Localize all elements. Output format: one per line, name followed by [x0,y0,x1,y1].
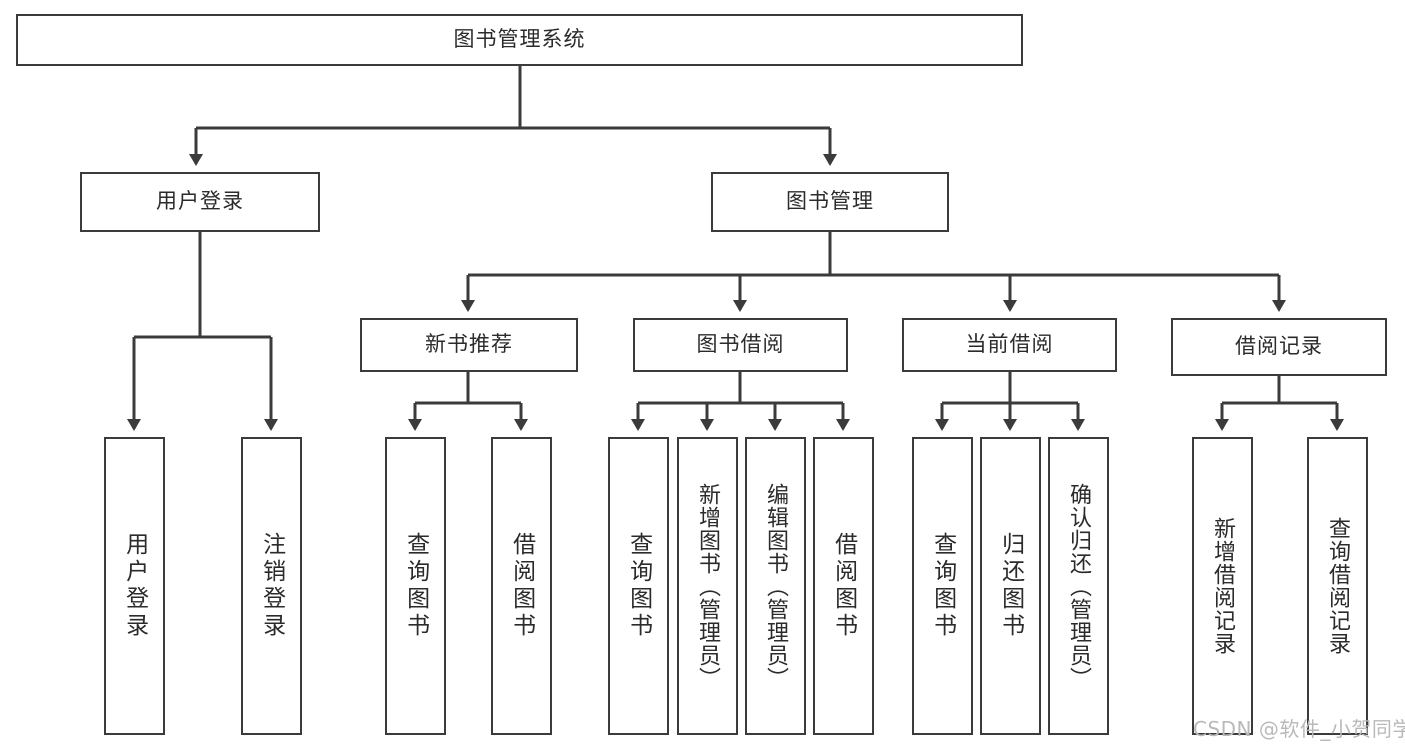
node-user-login[interactable]: 用户登录 [80,172,320,232]
leaf-borrow-query-book[interactable]: 查询图书 [608,437,669,735]
leaf-record-add-borrow-record[interactable]: 新增借阅记录 [1192,437,1253,735]
node-label: 借阅记录 [1235,334,1323,359]
node-book-management[interactable]: 图书管理 [711,172,949,232]
node-label: 当前借阅 [965,332,1054,357]
leaf-recommend-borrow-book[interactable]: 借阅图书 [491,437,552,735]
node-label: 用户登录 [156,189,244,214]
leaf-current-return-book[interactable]: 归还图书 [980,437,1041,735]
node-label: 借阅图书 [508,532,535,640]
leaf-user-login-signin[interactable]: 用户登录 [104,437,165,735]
node-label: 注销登录 [258,532,285,640]
node-label: 查询图书 [402,532,429,640]
node-label: 图书借阅 [696,332,785,357]
leaf-current-confirm-return-admin[interactable]: 确认归还（管理员） [1048,437,1109,735]
node-label: 确认归还（管理员） [1066,482,1092,690]
node-label: 归还图书 [997,532,1024,640]
node-label: 借阅图书 [830,532,857,640]
node-label: 查询借阅记录 [1325,517,1351,655]
node-label: 新书推荐 [425,332,513,357]
leaf-borrow-edit-book-admin[interactable]: 编辑图书（管理员） [745,437,806,735]
node-borrow-record[interactable]: 借阅记录 [1171,318,1387,376]
node-label: 编辑图书（管理员） [763,482,789,690]
node-root-book-management-system[interactable]: 图书管理系统 [16,14,1023,66]
node-book-borrow[interactable]: 图书借阅 [633,318,848,372]
node-label: 用户登录 [121,532,148,640]
node-label: 图书管理 [786,189,874,214]
watermark-text: CSDN @软件_小贺同学 [1193,713,1405,742]
leaf-borrow-add-book-admin[interactable]: 新增图书（管理员） [677,437,738,735]
leaf-record-query-borrow-record[interactable]: 查询借阅记录 [1307,437,1368,735]
node-label: 查询图书 [929,532,956,640]
leaf-borrow-borrow-book[interactable]: 借阅图书 [813,437,874,735]
leaf-current-query-book[interactable]: 查询图书 [912,437,973,735]
node-label: 新增图书（管理员） [695,482,721,690]
node-current-borrow[interactable]: 当前借阅 [902,318,1117,372]
watermark-label: CSDN @软件_小贺同学 [1193,717,1405,741]
leaf-recommend-query-book[interactable]: 查询图书 [385,437,446,735]
node-label: 图书管理系统 [453,27,586,52]
node-label: 查询图书 [625,532,652,640]
leaf-user-login-signout[interactable]: 注销登录 [241,437,302,735]
node-new-book-recommend[interactable]: 新书推荐 [360,318,578,372]
node-label: 新增借阅记录 [1210,517,1236,655]
